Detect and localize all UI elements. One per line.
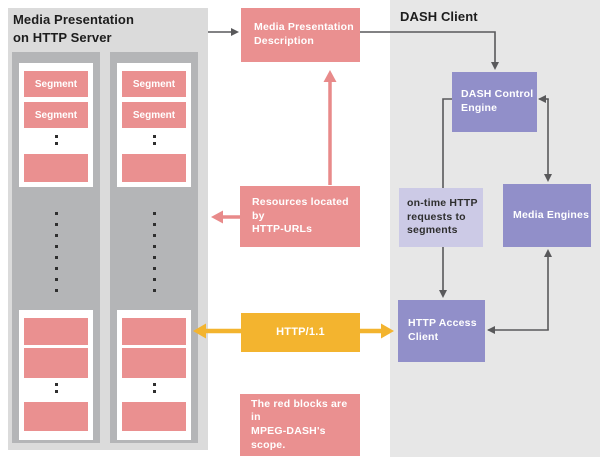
- segment-group: Segment Segment: [117, 63, 191, 187]
- http-access-client-box: HTTP Access Client: [398, 300, 485, 362]
- representation-column: Segment Segment: [12, 52, 100, 443]
- segment-block: Segment: [24, 102, 88, 128]
- segment-block: [24, 348, 88, 378]
- segment-block: [122, 318, 186, 345]
- segment-block: [24, 402, 88, 431]
- segment-group: Segment Segment: [19, 63, 93, 187]
- segment-group: [19, 310, 93, 440]
- dash-control-engine-box: DASH Control Engine: [452, 72, 537, 132]
- segment-block: Segment: [122, 102, 186, 128]
- ellipsis-dots-icon: [19, 383, 93, 393]
- ellipsis-dots-icon: [117, 135, 191, 145]
- ellipsis-dots-icon: [19, 135, 93, 145]
- http-server-panel: Media Presentation on HTTP Server Segmen…: [8, 8, 208, 450]
- media-presentation-description-box: Media Presentation Description: [241, 8, 360, 62]
- on-time-requests-box: on-time HTTP requests to segments: [399, 188, 483, 247]
- http-protocol-box: HTTP/1.1: [241, 313, 360, 352]
- segment-block: [24, 154, 88, 182]
- ellipsis-dots-icon: [110, 212, 198, 292]
- segment-block: [122, 402, 186, 431]
- ellipsis-dots-icon: [117, 383, 191, 393]
- media-engines-box: Media Engines: [503, 184, 591, 247]
- segment-block: [24, 318, 88, 345]
- client-panel-title: DASH Client: [400, 9, 478, 24]
- segment-block: [122, 348, 186, 378]
- segment-block: Segment: [122, 71, 186, 97]
- segment-block: Segment: [24, 71, 88, 97]
- representation-column: Segment Segment: [110, 52, 198, 443]
- scope-note-box: The red blocks are in MPEG-DASH's scope.: [240, 394, 360, 456]
- server-panel-title: Media Presentation on HTTP Server: [13, 12, 134, 45]
- segment-group: [117, 310, 191, 440]
- segment-block: [122, 154, 186, 182]
- resources-located-box: Resources located by HTTP-URLs: [240, 186, 360, 247]
- ellipsis-dots-icon: [12, 212, 100, 292]
